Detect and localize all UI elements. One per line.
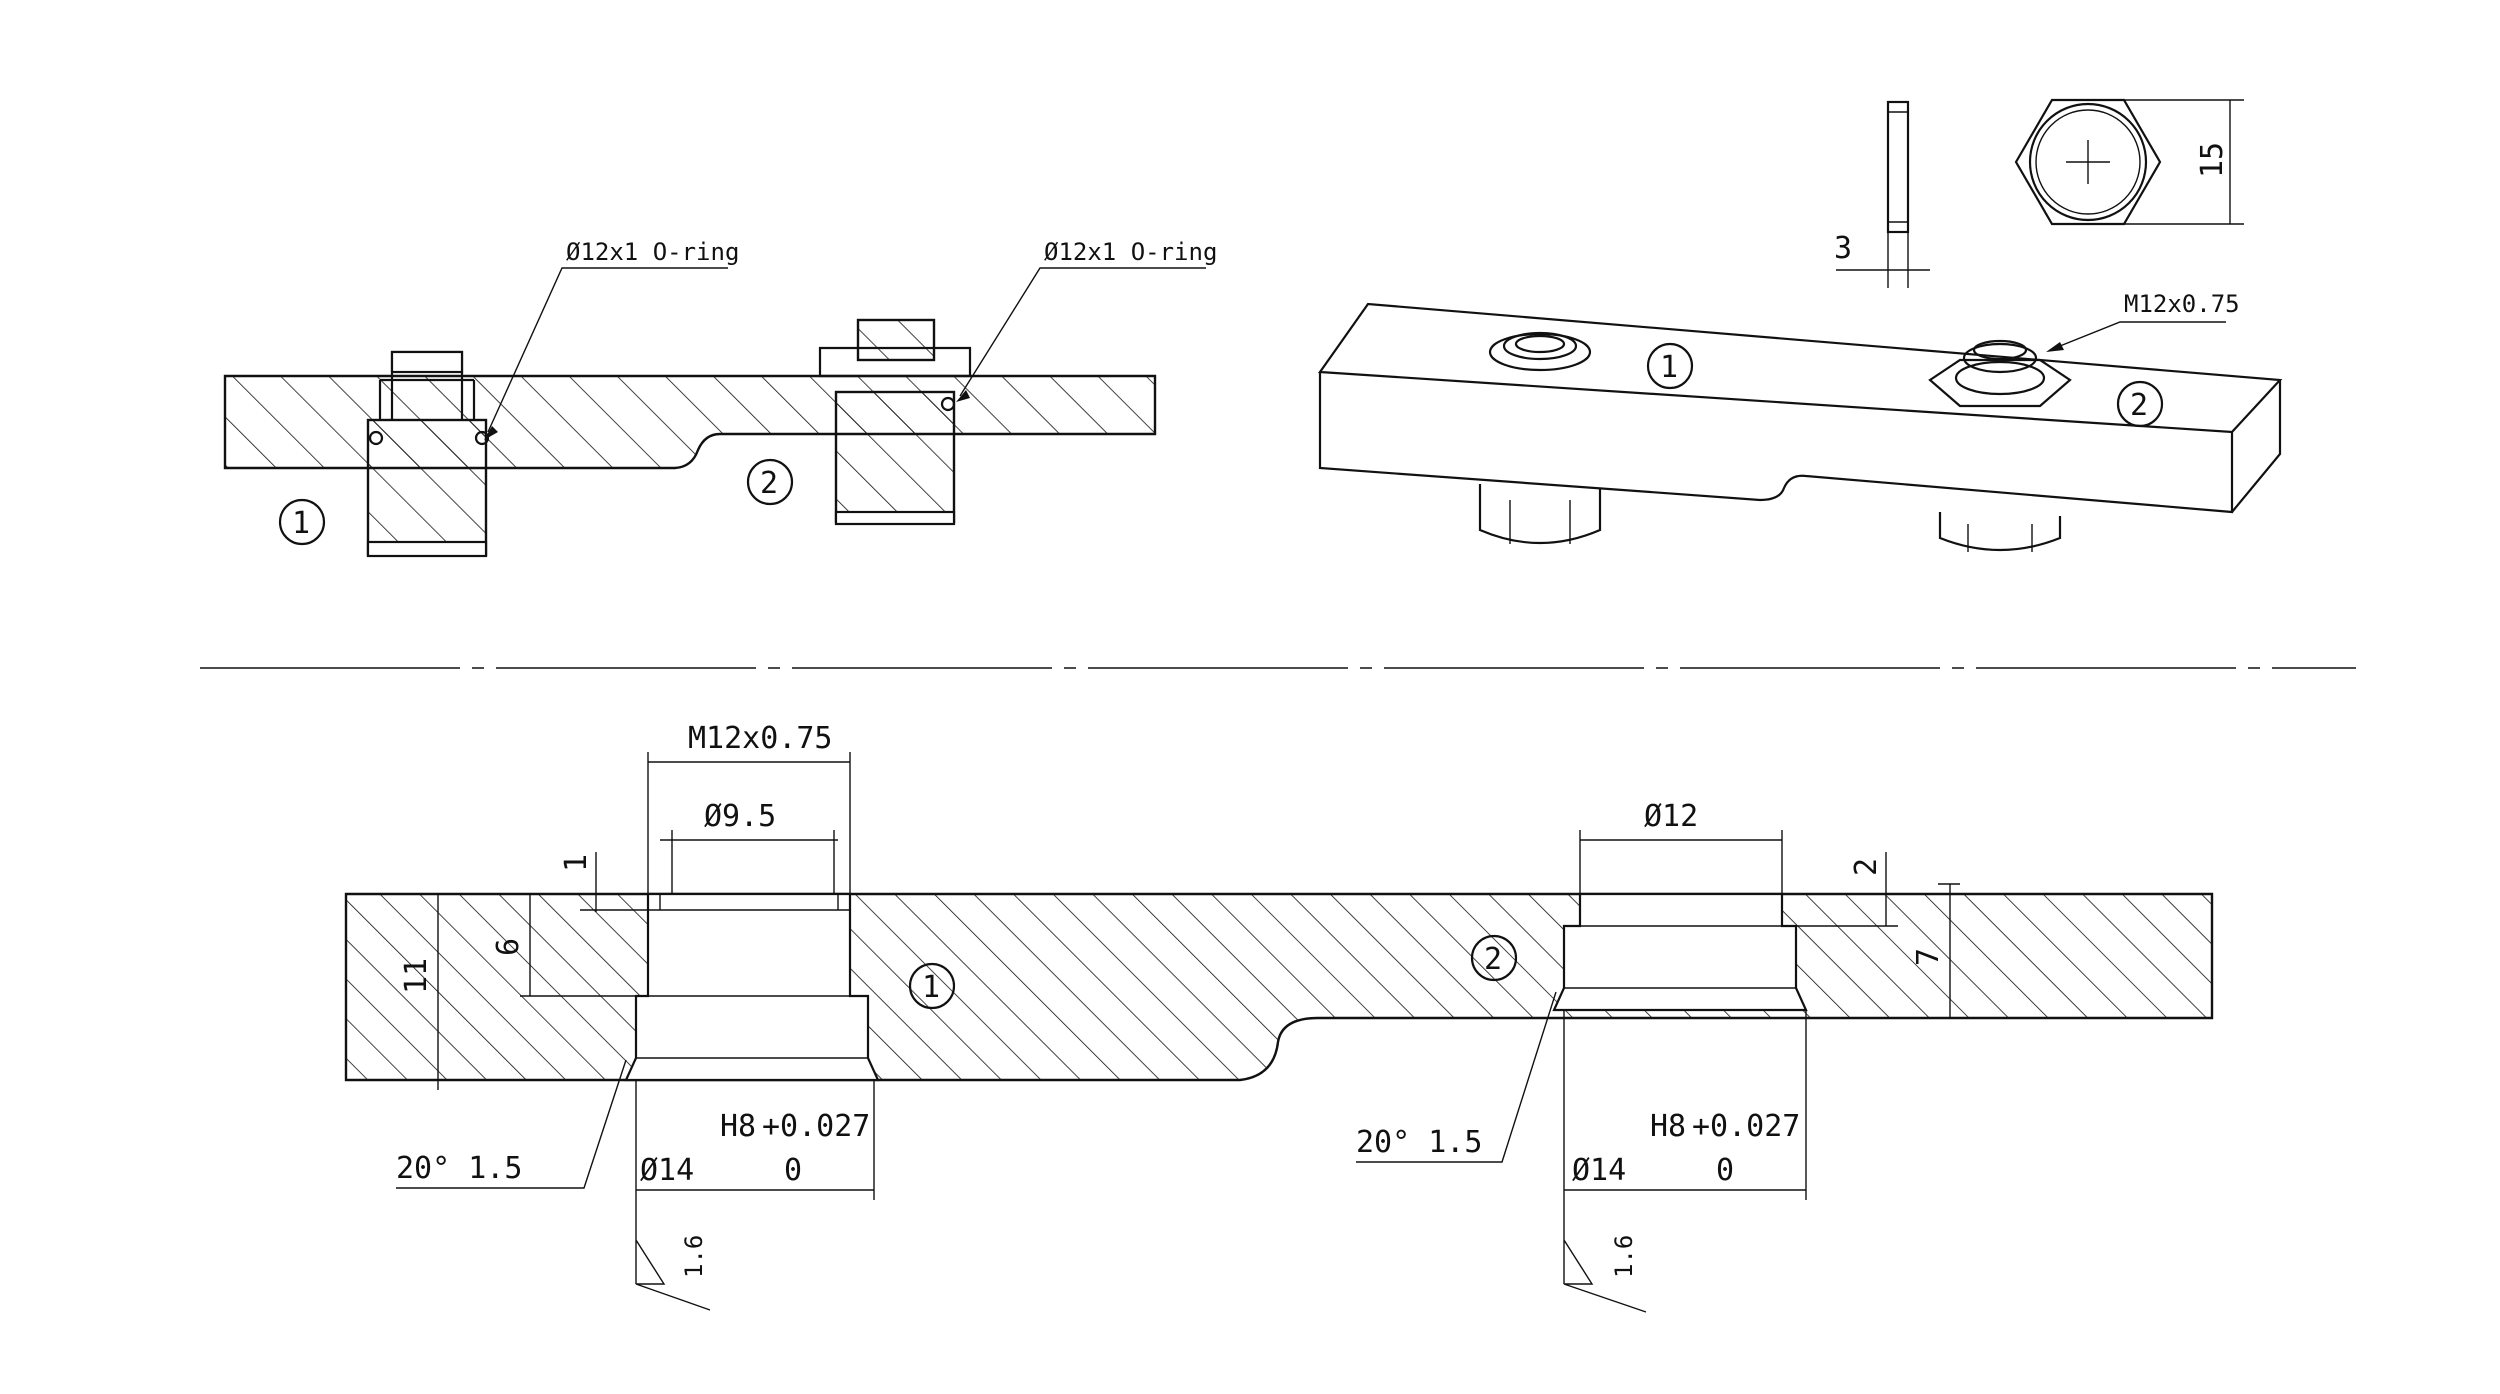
fitting-1-section xyxy=(366,350,490,558)
oring-callout-left: Ø12x1 O-ring xyxy=(566,238,739,266)
iso-fitting-2 xyxy=(1928,339,2072,552)
port-1-surface-roughness: 1.6 xyxy=(680,1235,708,1278)
port-2-fit-diameter: Ø14 xyxy=(1572,1153,1626,1188)
port-1-depth-small: 1 xyxy=(559,854,594,872)
port-1-chamfer: 20° 1.5 xyxy=(396,1151,522,1186)
iso-fitting-1 xyxy=(1478,331,1602,545)
port-2-tolerance-lower: 0 xyxy=(1716,1153,1734,1188)
nut-detail: 3 15 xyxy=(1834,98,2244,288)
port-2-depth-mid: 7 xyxy=(1911,948,1946,966)
port-1-fit-diameter: Ø14 xyxy=(640,1153,694,1188)
oring-callout-right: Ø12x1 O-ring xyxy=(1044,238,1217,266)
balloon-1-top: 1 xyxy=(292,506,310,541)
port-2-tolerance-class: H8 xyxy=(1650,1109,1686,1144)
port-2-bore-diameter: Ø12 xyxy=(1644,799,1698,834)
port-1-thread: M12x0.75 xyxy=(688,721,833,756)
port-1-dimensions: M12x0.75 Ø9.5 1 6 11 20° 1.5 Ø14 H8 +0.0… xyxy=(396,721,875,1311)
balloon-2-top: 2 xyxy=(760,466,778,501)
port-2-tolerance-upper: +0.027 xyxy=(1692,1109,1800,1144)
iso-thread-callout: M12x0.75 xyxy=(2124,290,2240,318)
balloon-1-section: 1 xyxy=(922,970,940,1005)
isometric-view: 1 2 M12x0.75 xyxy=(1317,290,2283,552)
balloon-1-iso: 1 xyxy=(1660,350,1678,385)
port-1-tolerance-upper: +0.027 xyxy=(762,1109,870,1144)
port-2-chamfer: 20° 1.5 xyxy=(1356,1125,1482,1160)
nut-width-label: 15 xyxy=(2195,142,2230,178)
balloon-2-iso: 2 xyxy=(2130,388,2148,423)
assembly-section-view: Ø12x1 O-ring Ø12x1 O-ring 1 2 xyxy=(223,238,1217,558)
balloon-2-section: 2 xyxy=(1484,942,1502,977)
nut-thickness-label: 3 xyxy=(1834,231,1852,266)
fitting-2-section xyxy=(818,318,972,526)
port-1-bore-diameter: Ø9.5 xyxy=(704,799,776,834)
port-1-tolerance-lower: 0 xyxy=(784,1153,802,1188)
port-1-tolerance-class: H8 xyxy=(720,1109,756,1144)
port-1-total-height: 11 xyxy=(399,958,434,994)
main-section-view: 1 2 xyxy=(344,892,2214,1082)
port-2-dimensions: Ø12 2 7 20° 1.5 Ø14 H8 +0.027 0 1.6 xyxy=(1356,799,1960,1313)
port-2-depth-small: 2 xyxy=(1849,858,1884,876)
port-1-depth-mid: 6 xyxy=(491,938,526,956)
port-2-surface-roughness: 1.6 xyxy=(1610,1235,1638,1278)
